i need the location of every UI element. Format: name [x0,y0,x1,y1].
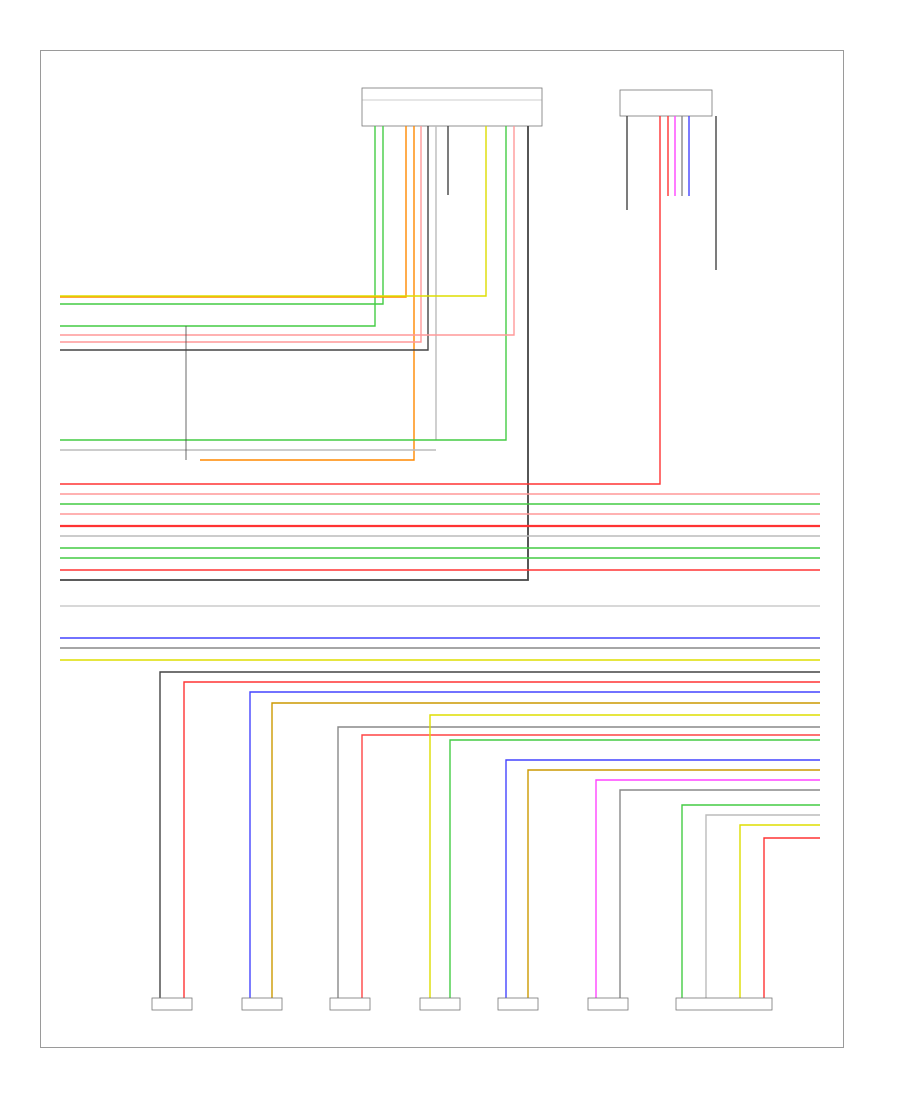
switch-unit-drops [60,116,717,485]
speaker-lr-door [587,997,629,1011]
speaker-rr-door [497,997,539,1011]
switch-unit-connector [619,89,713,117]
main-unit-connector [361,87,543,127]
speaker-lf-door [151,997,193,1011]
speaker-lf-tweeter [329,997,371,1011]
speaker-feeds [159,671,820,1000]
trunk-bus [60,493,820,661]
speaker-rf-door [241,997,283,1011]
diagram-frame [40,50,844,1048]
main-unit-drops [60,126,529,581]
speaker-subwoofer [675,997,773,1011]
speaker-rf-tweeter [419,997,461,1011]
left-branch-wires [60,326,436,460]
